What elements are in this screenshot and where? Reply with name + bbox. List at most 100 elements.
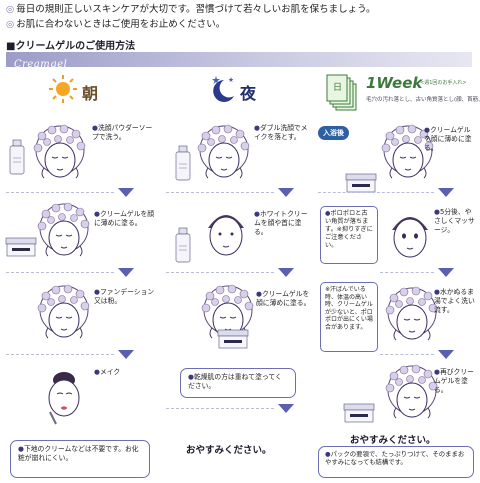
morning-step-3-text: ●ファンデーション又は粉。 [94, 288, 155, 305]
morning-step-2-text: ●クリームゲルを顔に薄めに塗る。 [94, 210, 155, 227]
white-cream-bottle [175, 227, 191, 263]
night-goodnight: おやすみください。 [186, 445, 272, 456]
creamgel-jar [217, 329, 249, 349]
week-step-2: ●ポロポロと古い角質が落ちます。※抑りすぎにご注意ください。 ●5分後、やさしく… [318, 198, 476, 270]
night-step-3-text: ●クリームゲルを顔に薄めに塗る。 [256, 290, 311, 307]
morning-step-4-label: メイク [99, 368, 121, 376]
week-step-4-label: 再びクリームゲルを塗る。 [434, 368, 474, 394]
bath-badge: 入浴後 [318, 126, 349, 140]
night-step-1-label: ダブル洗顔でメイクを落とす。 [254, 124, 308, 141]
morning-title: 朝 [82, 84, 99, 103]
arrow-down-icon [278, 268, 294, 277]
week-box-1-text: ●ポロポロと古い角質が落ちます。※抑りすぎにご注意ください。 [325, 210, 373, 249]
intro-note-2-text: お肌に合わないときはご使用をお止めください。 [16, 19, 226, 30]
arrow-down-icon [438, 350, 454, 359]
morning-step-1-text: ●洗顔パウダーソープで洗う。 [92, 124, 153, 141]
divider [166, 272, 274, 273]
arrow-down-icon [278, 188, 294, 197]
morning-step-4: ●メイク [6, 362, 156, 428]
creamgel-jar [343, 403, 375, 423]
week-note-label: パックの要領で、たっぷりつけて、そのままおやすみになっても結構です。 [325, 450, 465, 467]
week-desc: 毛穴の汚れ落とし、古い角質落とし(顔、首筋、全身) [366, 97, 480, 103]
night-step-1-text: ●ダブル洗顔でメイクを落とす。 [254, 124, 308, 141]
night-step-1: ●ダブル洗顔でメイクを落とす。 [166, 118, 316, 190]
morning-step-2-label: クリームゲルを顔に薄めに塗る。 [94, 210, 155, 227]
bullet-circle: ◎ [6, 4, 15, 15]
week-box-2: ※汗ばんでいる時、体温の高い時、クリームゲルが少ないと、ポロポロが出にくい場合が… [320, 282, 378, 352]
morning-step-1-label: 洗顔パウダーソープで洗う。 [92, 124, 153, 141]
face-illustration [37, 284, 90, 339]
calendar-text: 日 [333, 82, 342, 93]
night-step-2: ●ホワイトクリームを顔や首に塗る。 [166, 198, 316, 270]
face-illustration [208, 215, 244, 256]
week-step-2-label: 5分後、やさしくマッサージ。 [434, 208, 475, 234]
week-subtitle: <週1回のお手入れ> [420, 80, 467, 86]
week-step-3: ※汗ばんでいる時、体温の高い時、クリームゲルが少ないと、ポロポロが出にくい場合が… [318, 278, 476, 358]
divider [380, 354, 434, 355]
arrow-down-icon [118, 268, 134, 277]
night-note-box: ●乾燥肌の方は重ねて塗ってください。 [180, 368, 296, 398]
face-illustration [37, 202, 90, 257]
morning-note-box: ●下地のクリームなどは不要です。お化粧が崩れにくい。 [10, 440, 150, 478]
week-box-1: ●ポロポロと古い角質が落ちます。※抑りすぎにご注意ください。 [320, 206, 378, 264]
morning-note-label: 下地のクリームなどは不要です。お化粧が崩れにくい。 [18, 445, 139, 462]
week-step-3-text: ●水かぬるま湯でよく洗い流す。 [434, 288, 475, 314]
week-step-1: ●クリームゲルを顔に薄めに塗る。 [318, 118, 476, 193]
night-step-3-label: クリームゲルを顔に薄めに塗る。 [256, 290, 311, 307]
divider [6, 272, 114, 273]
week-step-4: ●再びクリームゲルを塗る。 [318, 360, 476, 430]
week-step-1-label: クリームゲルを顔に薄めに塗る。 [424, 126, 472, 152]
divider [166, 192, 274, 193]
morning-note-text: ●下地のクリームなどは不要です。お化粧が崩れにくい。 [18, 445, 139, 462]
creamgel-jar [345, 173, 377, 193]
divider [6, 192, 114, 193]
divider [380, 272, 434, 273]
week-box-1-label: ポロポロと古い角質が落ちます。※抑りすぎにご注意ください。 [325, 210, 373, 249]
week-note-text: ●パックの要領で、たっぷりつけて、そのままおやすみになっても結構です。 [325, 450, 465, 467]
week-step-1-text: ●クリームゲルを顔に薄めに塗る。 [424, 126, 472, 152]
night-step-3: ●クリームゲルを顔に薄めに塗る。 [166, 280, 316, 354]
morning-step-3-label: ファンデーション又は粉。 [94, 288, 155, 305]
calendar-icon: 日 [322, 74, 364, 118]
night-step-2-label: ホワイトクリームを顔や首に塗る。 [254, 210, 308, 236]
creamgel-banner: Creamgel [6, 52, 472, 70]
arrow-down-icon [118, 188, 134, 197]
week-title: 1Week [366, 74, 423, 92]
face-illustration [48, 372, 80, 425]
bullet-circle: ◎ [6, 19, 15, 30]
arrow-down-icon [278, 404, 294, 413]
section-title: ■クリームゲルのご使用方法 [6, 41, 136, 52]
arrow-down-icon [438, 268, 454, 277]
powder-soap-bottle [9, 139, 25, 175]
week-step-4-text: ●再びクリームゲルを塗る。 [434, 368, 474, 394]
morning-step-2: ●クリームゲルを顔に薄めに塗る。 [5, 198, 156, 270]
moon-icon [206, 74, 238, 108]
intro-note-1-text: 毎日の規則正しいスキンケアが大切です。習慣づけて若々しいお肌を保ちましょう。 [16, 4, 376, 15]
night-title: 夜 [240, 84, 257, 103]
night-step-2-text: ●ホワイトクリームを顔や首に塗る。 [254, 210, 308, 236]
morning-step-4-text: ●メイク [94, 368, 121, 376]
face-illustration [392, 217, 428, 258]
intro-note-2: ◎お肌に合わないときはご使用をお止めください。 [6, 18, 225, 31]
sun-icon [48, 74, 78, 108]
banner-label: Creamgel [14, 59, 68, 70]
week-box-2-label: ※汗ばんでいる時、体温の高い時、クリームゲルが少ないと、ポロポロが出にくい場合が… [325, 286, 373, 331]
week-goodnight: おやすみください。 [350, 435, 436, 446]
divider [318, 192, 434, 193]
arrow-down-icon [438, 188, 454, 197]
face-illustration [197, 124, 250, 179]
morning-step-3: ●ファンデーション又は粉。 [6, 280, 156, 350]
week-box-2-text: ※汗ばんでいる時、体温の高い時、クリームゲルが少ないと、ポロポロが出にくい場合が… [325, 286, 373, 332]
morning-step-1: ●洗顔パウダーソープで洗う。 [6, 118, 156, 190]
night-note-label: 乾燥肌の方は重ねて塗ってください。 [188, 373, 282, 390]
cleanser-bottle [175, 145, 191, 181]
week-step-3-label: 水かぬるま湯でよく洗い流す。 [434, 288, 475, 314]
intro-note-1: ◎毎日の規則正しいスキンケアが大切です。習慣づけて若々しいお肌を保ちましょう。 [6, 3, 376, 16]
face-illustration [33, 124, 86, 179]
week-step-2-text: ●5分後、やさしくマッサージ。 [434, 208, 475, 234]
divider [6, 354, 114, 355]
divider [166, 408, 274, 409]
arrow-down-icon [118, 350, 134, 359]
night-note-text: ●乾燥肌の方は重ねて塗ってください。 [188, 373, 282, 390]
week-note-box: ●パックの要領で、たっぷりつけて、そのままおやすみになっても結構です。 [318, 446, 474, 478]
